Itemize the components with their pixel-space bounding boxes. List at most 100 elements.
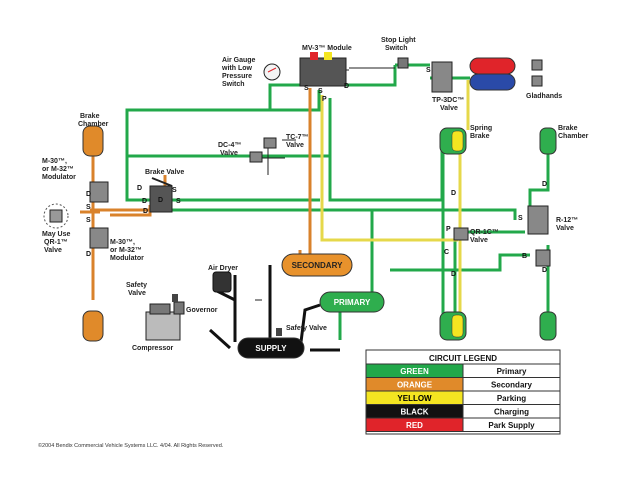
legend-color-name: GREEN [400, 367, 429, 376]
port-p-mv3: P [322, 96, 327, 103]
air-gauge [263, 63, 281, 81]
legend-circuit-name: Charging [494, 408, 529, 417]
m30-top-label-2: or M-32™ [42, 166, 74, 173]
m30-modulator-bottom [89, 227, 109, 249]
air-gauge-label-2: with Low [221, 65, 252, 72]
m30-bottom-label-3: Modulator [110, 255, 144, 262]
tc7-label-2: Valve [286, 142, 304, 149]
legend-color-name: YELLOW [397, 394, 432, 403]
port-s-mv3-2: S [318, 88, 323, 95]
stop-light-label-2: Switch [385, 45, 408, 52]
dc4-label-2: Valve [220, 150, 238, 157]
tank-supply-label: SUPPLY [255, 344, 287, 353]
legend-color-name: BLACK [401, 408, 429, 417]
port-d-spring-bot: D [451, 271, 456, 278]
safety-valve-right [276, 328, 282, 336]
compressor [145, 303, 181, 341]
tc7-valve [263, 137, 277, 149]
qr1c-label-1: QR-1C™ [470, 229, 499, 236]
brake-chamber-left-bottom [82, 310, 104, 342]
port-d-mod-top: D [86, 191, 91, 198]
port-s-tp3dc: S [426, 67, 431, 74]
port-s-brake-1: S [172, 187, 177, 194]
may-use-label-3: Valve [44, 247, 62, 254]
tank-secondary [281, 253, 353, 277]
secondary-circuit-lines [80, 88, 312, 300]
r12-label-2: Valve [556, 225, 574, 232]
qr1-valve-optional [43, 203, 69, 229]
m30-bottom-label-2: or M-32™ [110, 247, 142, 254]
legend-row: BLACK Charging [365, 404, 561, 419]
port-s-left-2: S [86, 217, 91, 224]
governor [173, 301, 185, 315]
tc7-label-1: TC-7™ [286, 134, 309, 141]
may-use-label-1: May Use [42, 231, 71, 238]
r12-lower-valve [535, 249, 551, 267]
air-gauge-label-3: Pressure [222, 73, 252, 80]
tank-supply [237, 337, 305, 359]
legend-circuit-name: Secondary [491, 381, 532, 390]
port-c-qr1c: C [444, 249, 449, 256]
brake-valve-label: Brake Valve [145, 169, 184, 176]
port-s-mv3: S [304, 85, 309, 92]
brake-chamber-right-label-1: Brake [558, 125, 578, 132]
stop-light-label-1: Stop Light [381, 37, 416, 44]
port-d-r12-top: D [542, 181, 547, 188]
tp3dc-valve [431, 61, 453, 93]
parking-circuit-lines [320, 80, 470, 312]
tank-primary [319, 291, 385, 313]
legend-color-name: RED [406, 421, 423, 430]
spring-brake-top-left [439, 127, 467, 155]
copyright-text: ©2004 Bendix Commercial Vehicle Systems … [38, 442, 224, 449]
air-gauge-label-4: Switch [222, 81, 245, 88]
brake-chamber-left-label-1: Brake [80, 113, 100, 120]
legend-circuit-name: Primary [497, 367, 527, 376]
tank-secondary-label: SECONDARY [292, 261, 343, 270]
safety-valve-left-label-2: Valve [128, 290, 146, 297]
port-d-r12-bot: D [542, 267, 547, 274]
qr1c-valve [453, 227, 469, 241]
tp3dc-label-1: TP-3DC™ [432, 97, 464, 104]
brake-valve [149, 177, 173, 213]
gladhands [531, 59, 543, 87]
port-d-mv3: D [344, 83, 349, 90]
m30-top-label-3: Modulator [42, 174, 76, 181]
port-p-qr1c: P [446, 226, 451, 233]
legend-row: GREEN Primary [365, 363, 561, 378]
brake-chamber-left-label-2: Chamber [78, 121, 109, 128]
gladhand-tanks [469, 57, 516, 91]
air-dryer-label: Air Dryer [208, 265, 238, 272]
port-s-brake-2: S [176, 198, 181, 205]
qr1c-label-2: Valve [470, 237, 488, 244]
compressor-label: Compressor [132, 345, 174, 352]
mv3-module [299, 52, 347, 87]
port-d-mod-bot: D [86, 251, 91, 258]
m30-top-label-1: M-30™, [42, 158, 67, 165]
spring-brake-bottom-left [439, 311, 467, 341]
legend-color-name: ORANGE [397, 381, 433, 390]
r12-label-1: R-12™ [556, 217, 578, 224]
tank-primary-label: PRIMARY [334, 298, 371, 307]
port-d-brake-1: D [137, 185, 142, 192]
r12-valve [527, 205, 549, 235]
legend-cell [462, 417, 561, 432]
brake-chamber-right-label-2: Chamber [558, 133, 589, 140]
brake-chamber-left-top [82, 125, 104, 157]
port-d-brake-2: D [142, 198, 147, 205]
tp3dc-label-2: Valve [440, 105, 458, 112]
port-d-spring-top: D [451, 190, 456, 197]
governor-label: Governor [186, 307, 218, 314]
dc4-label-1: DC-4™ [218, 142, 241, 149]
legend-circuit-name: Park Supply [488, 421, 535, 430]
m30-modulator-top [89, 181, 109, 203]
port-b-r12: B [522, 253, 527, 260]
spring-brake-label-1: Spring [470, 125, 492, 132]
legend-title: CIRCUIT LEGEND [429, 354, 497, 363]
legend-row: ORANGE Secondary [365, 377, 561, 392]
may-use-label-2: QR-1™ [44, 239, 68, 246]
legend-row: RED Park Supply [365, 417, 561, 432]
port-d-brake-4: D [143, 208, 148, 215]
port-d-brake-3: D [158, 197, 163, 204]
